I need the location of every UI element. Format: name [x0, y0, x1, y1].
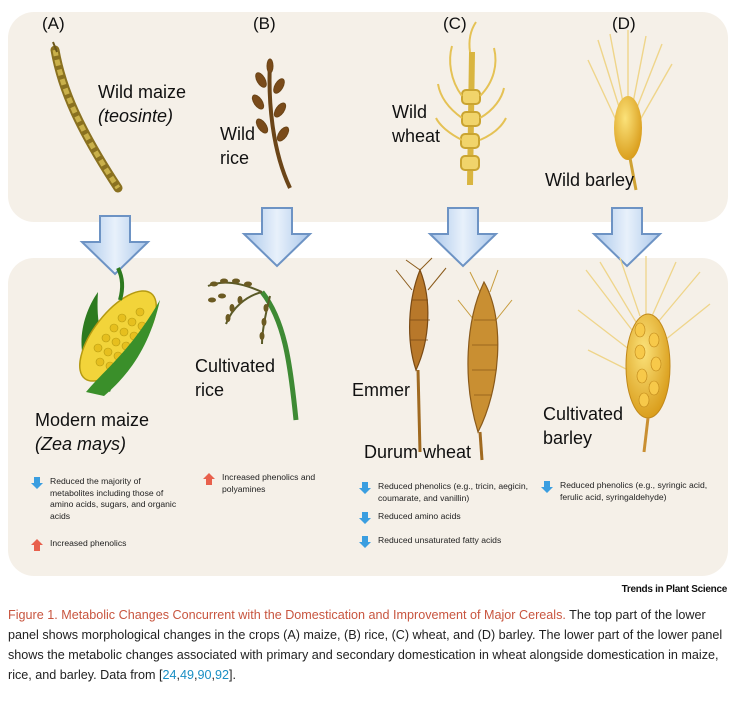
- wild-wheat-line-2: wheat: [392, 124, 440, 148]
- down-arrow-icon: [358, 481, 372, 495]
- wild-wheat-label: Wild wheat: [392, 100, 440, 148]
- down-arrow-icon: [540, 480, 554, 494]
- cultivated-barley-line-1: Cultivated: [543, 402, 623, 426]
- modern-maize-label: Modern maize (Zea mays): [35, 408, 149, 456]
- durum-wheat-illustration: [458, 270, 512, 460]
- effect-text: Reduced phenolics (e.g., tricin, aegicin…: [378, 481, 536, 504]
- citation-link[interactable]: 90: [197, 668, 211, 682]
- caption-title: Figure 1. Metabolic Changes Concurrent w…: [8, 608, 566, 622]
- up-arrow-icon: [202, 472, 216, 486]
- wild-rice-line-1: Wild: [220, 122, 255, 146]
- effect-text: Reduced unsaturated fatty acids: [378, 535, 536, 547]
- zea-mays-name: (Zea mays): [35, 432, 149, 456]
- cultivated-barley-label: Cultivated barley: [543, 402, 623, 450]
- effect-text: Reduced phenolics (e.g., syringic acid, …: [560, 480, 712, 503]
- wild-maize-name: Wild maize: [98, 80, 186, 104]
- citation-link[interactable]: 92: [215, 668, 229, 682]
- modern-maize-illustration: [66, 268, 170, 396]
- caption-end: ].: [229, 668, 236, 682]
- down-arrow-icon: [358, 535, 372, 549]
- down-arrow-icon: [30, 476, 44, 490]
- citation-link[interactable]: 49: [180, 668, 194, 682]
- wild-rice-label: Wild rice: [220, 122, 255, 170]
- cultivated-barley-line-2: barley: [543, 426, 623, 450]
- effect-text: Increased phenolics: [50, 538, 182, 550]
- effect-text: Increased phenolics and polyamines: [222, 472, 342, 495]
- teosinte-name: (teosinte): [98, 104, 186, 128]
- wild-rice-illustration: [250, 59, 291, 188]
- down-arrow-icon: [358, 511, 372, 525]
- effect-text: Reduced amino acids: [378, 511, 536, 523]
- wild-maize-label: Wild maize (teosinte): [98, 80, 186, 128]
- domestication-arrows: [82, 208, 660, 274]
- wild-wheat-illustration: [436, 22, 506, 185]
- wild-barley-label: Wild barley: [545, 168, 634, 192]
- cultivated-rice-label: Cultivated rice: [195, 354, 275, 402]
- effect-text: Reduced the majority of metabolites incl…: [50, 476, 182, 522]
- wild-wheat-line-1: Wild: [392, 100, 440, 124]
- cultivated-rice-line-1: Cultivated: [195, 354, 275, 378]
- up-arrow-icon: [30, 538, 44, 552]
- cultivated-rice-line-2: rice: [195, 378, 275, 402]
- emmer-label: Emmer: [352, 378, 410, 402]
- citation-link[interactable]: 24: [162, 668, 176, 682]
- wild-barley-illustration: [588, 30, 672, 190]
- emmer-illustration: [396, 258, 446, 452]
- wild-rice-line-2: rice: [220, 146, 255, 170]
- journal-credit: Trends in Plant Science: [622, 584, 727, 595]
- figure-caption: Figure 1. Metabolic Changes Concurrent w…: [8, 605, 730, 685]
- durum-wheat-label: Durum wheat: [364, 440, 471, 464]
- modern-maize-name: Modern maize: [35, 408, 149, 432]
